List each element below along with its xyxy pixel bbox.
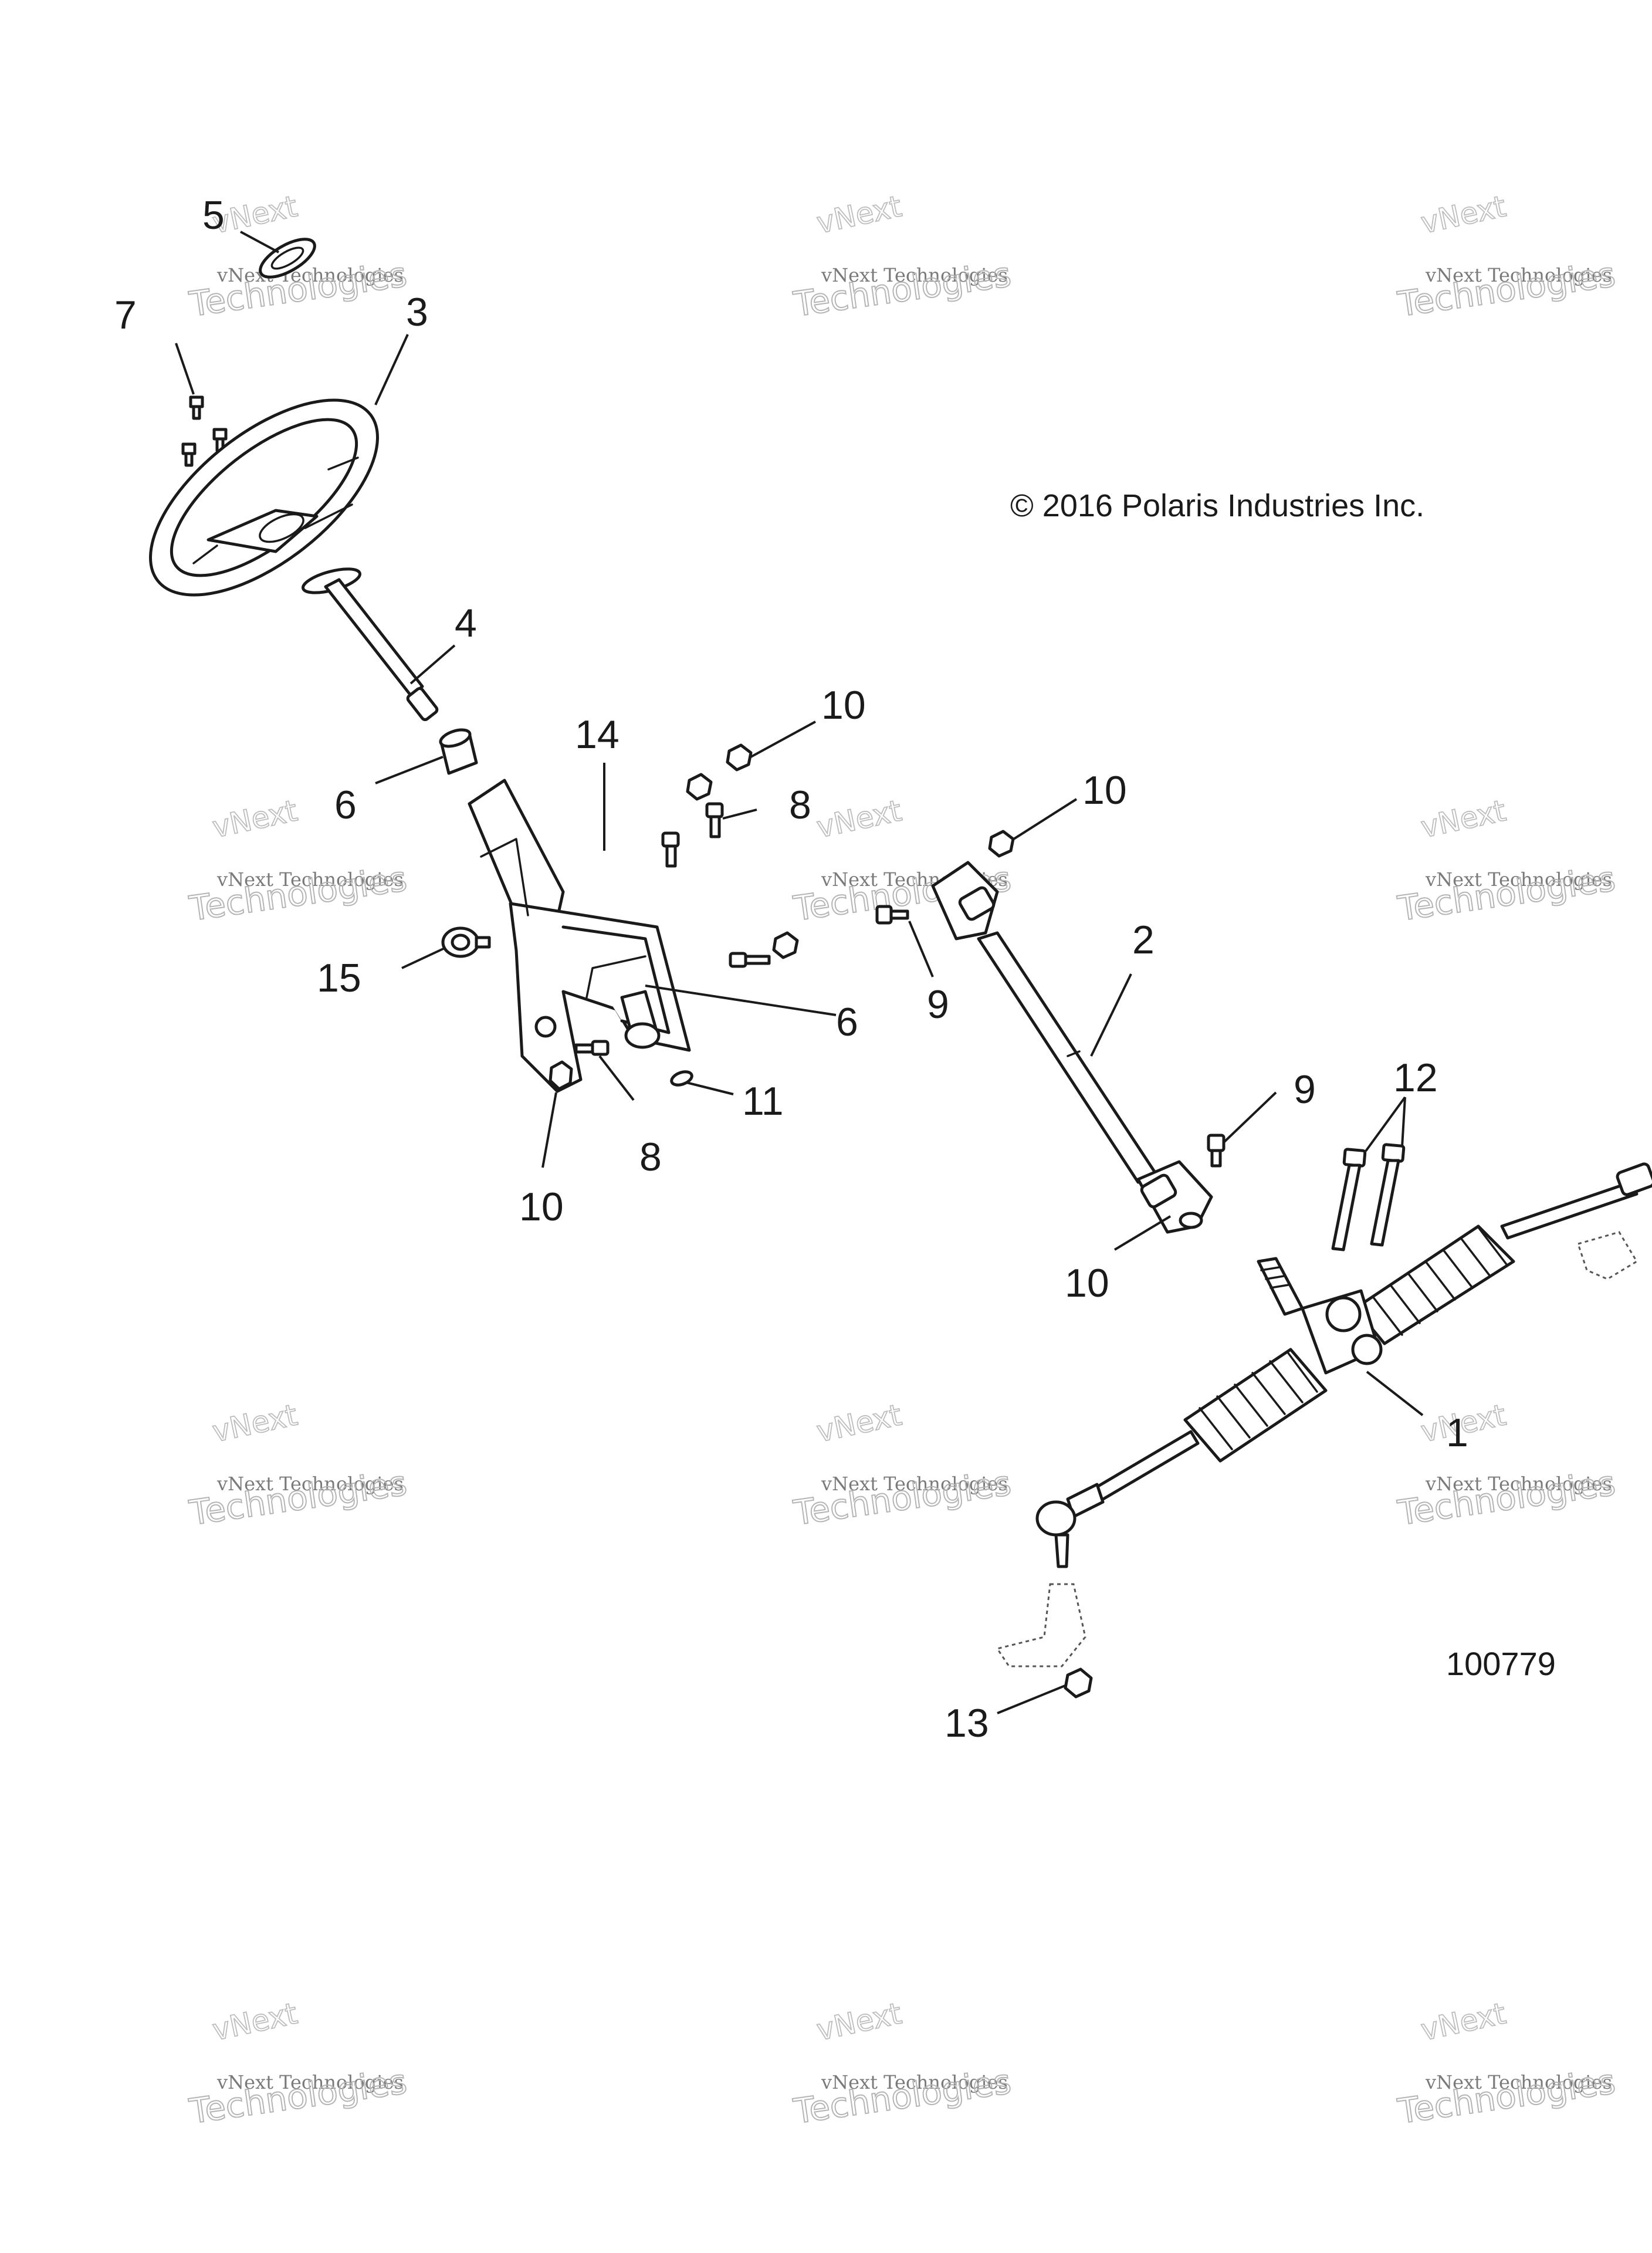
watermark: vNext vNext Technologies Technologies bbox=[186, 1995, 409, 2132]
watermark: vNext vNext Technologies Technologies bbox=[1394, 1397, 1618, 1533]
part-5-wheel-cap bbox=[259, 238, 316, 279]
callout-11: 11 bbox=[742, 1079, 784, 1124]
part-10-nut bbox=[988, 830, 1015, 858]
part-4-steering-shaft bbox=[302, 567, 439, 722]
callout-numbers: 5 7 3 4 6 14 10 8 15 6 11 8 10 9 10 2 9 … bbox=[114, 193, 1468, 1745]
watermark: vNext vNext Technologies Technologies bbox=[790, 188, 1014, 324]
callout-15: 15 bbox=[317, 956, 361, 1000]
svg-text:vNext: vNext bbox=[1418, 793, 1509, 844]
part-14-column-bracket bbox=[468, 779, 691, 1093]
svg-text:vNext: vNext bbox=[814, 1398, 905, 1449]
watermark: vNext vNext Technologies Technologies bbox=[186, 1397, 409, 1533]
watermark: vNext vNext Technologies Technologies bbox=[1394, 188, 1618, 324]
part-8-bolt bbox=[574, 1040, 610, 1056]
svg-text:vNext Technologies: vNext Technologies bbox=[216, 2071, 404, 2093]
callout-10: 10 bbox=[1065, 1261, 1109, 1305]
watermark: vNext vNext Technologies Technologies bbox=[1394, 793, 1618, 929]
callout-14: 14 bbox=[575, 712, 620, 757]
part-3-steering-wheel bbox=[149, 398, 379, 597]
part-10-nut bbox=[726, 743, 753, 772]
copyright-notice: © 2016 Polaris Industries Inc. bbox=[1010, 488, 1424, 523]
part-8-bolt bbox=[729, 952, 771, 968]
part-11-ring bbox=[670, 1070, 693, 1087]
watermark: vNext vNext Technologies Technologies bbox=[186, 793, 409, 929]
part-1-steering-rack bbox=[1035, 1162, 1652, 1568]
part-10-nut bbox=[686, 773, 713, 801]
svg-text:vNext Technologies: vNext Technologies bbox=[1425, 264, 1612, 286]
leader-lines bbox=[175, 231, 1424, 1714]
drawing-number: 100779 bbox=[1446, 1645, 1556, 1682]
callout-8: 8 bbox=[789, 783, 811, 827]
svg-text:vNext: vNext bbox=[209, 1398, 300, 1449]
svg-text:vNext Technologies: vNext Technologies bbox=[216, 868, 404, 891]
callout-5: 5 bbox=[202, 193, 225, 238]
svg-text:vNext Technologies: vNext Technologies bbox=[821, 264, 1008, 286]
watermark: vNext vNext Technologies Technologies bbox=[1394, 1995, 1618, 2132]
svg-text:vNext: vNext bbox=[209, 1996, 300, 2047]
svg-text:vNext Technologies: vNext Technologies bbox=[1425, 1473, 1612, 1495]
ghost-knuckle bbox=[996, 1231, 1639, 1667]
part-9-bolt bbox=[875, 905, 909, 925]
part-9-bolt bbox=[1207, 1134, 1226, 1168]
svg-text:vNext: vNext bbox=[814, 189, 905, 240]
part-10-nut bbox=[549, 1060, 573, 1091]
callout-6: 6 bbox=[334, 783, 357, 827]
callout-10: 10 bbox=[1082, 768, 1127, 813]
svg-text:vNext Technologies: vNext Technologies bbox=[1425, 2071, 1612, 2093]
callout-1: 1 bbox=[1446, 1410, 1468, 1455]
callout-7: 7 bbox=[114, 293, 137, 337]
callout-9: 9 bbox=[927, 982, 949, 1027]
svg-text:vNext: vNext bbox=[209, 793, 300, 844]
svg-text:vNext: vNext bbox=[814, 793, 905, 844]
part-8-bolt bbox=[661, 831, 680, 868]
callout-10: 10 bbox=[519, 1185, 564, 1229]
svg-text:vNext: vNext bbox=[1418, 189, 1509, 240]
svg-text:vNext Technologies: vNext Technologies bbox=[821, 1473, 1008, 1495]
callout-13: 13 bbox=[945, 1701, 989, 1745]
svg-text:vNext Technologies: vNext Technologies bbox=[216, 1473, 404, 1495]
callout-9: 9 bbox=[1294, 1067, 1316, 1112]
part-12-long-bolt bbox=[1331, 1148, 1367, 1251]
watermark: vNext vNext Technologies Technologies bbox=[790, 1397, 1014, 1533]
svg-text:vNext Technologies: vNext Technologies bbox=[1425, 868, 1612, 891]
part-10-nut bbox=[772, 931, 799, 959]
callout-3: 3 bbox=[406, 290, 428, 334]
callout-12: 12 bbox=[1393, 1056, 1438, 1100]
part-8-bolt bbox=[705, 802, 724, 838]
svg-text:vNext: vNext bbox=[814, 1996, 905, 2047]
part-6-bushing-upper bbox=[439, 728, 478, 775]
svg-text:vNext Technologies: vNext Technologies bbox=[216, 264, 404, 286]
part-12-long-bolt bbox=[1370, 1143, 1406, 1247]
callout-8: 8 bbox=[639, 1135, 662, 1179]
part-7-wheel-screws bbox=[181, 395, 228, 467]
callout-2: 2 bbox=[1132, 918, 1155, 962]
svg-text:vNext: vNext bbox=[1418, 1996, 1509, 2047]
callout-6: 6 bbox=[836, 1000, 858, 1044]
part-15-knob bbox=[441, 926, 491, 958]
watermark: vNext vNext Technologies Technologies bbox=[790, 1995, 1014, 2132]
callout-10: 10 bbox=[821, 683, 866, 728]
part-2-intermediate-shaft bbox=[931, 861, 1213, 1234]
svg-text:vNext Technologies: vNext Technologies bbox=[821, 2071, 1008, 2093]
callout-4: 4 bbox=[455, 601, 477, 645]
part-13-nut bbox=[1064, 1667, 1093, 1699]
